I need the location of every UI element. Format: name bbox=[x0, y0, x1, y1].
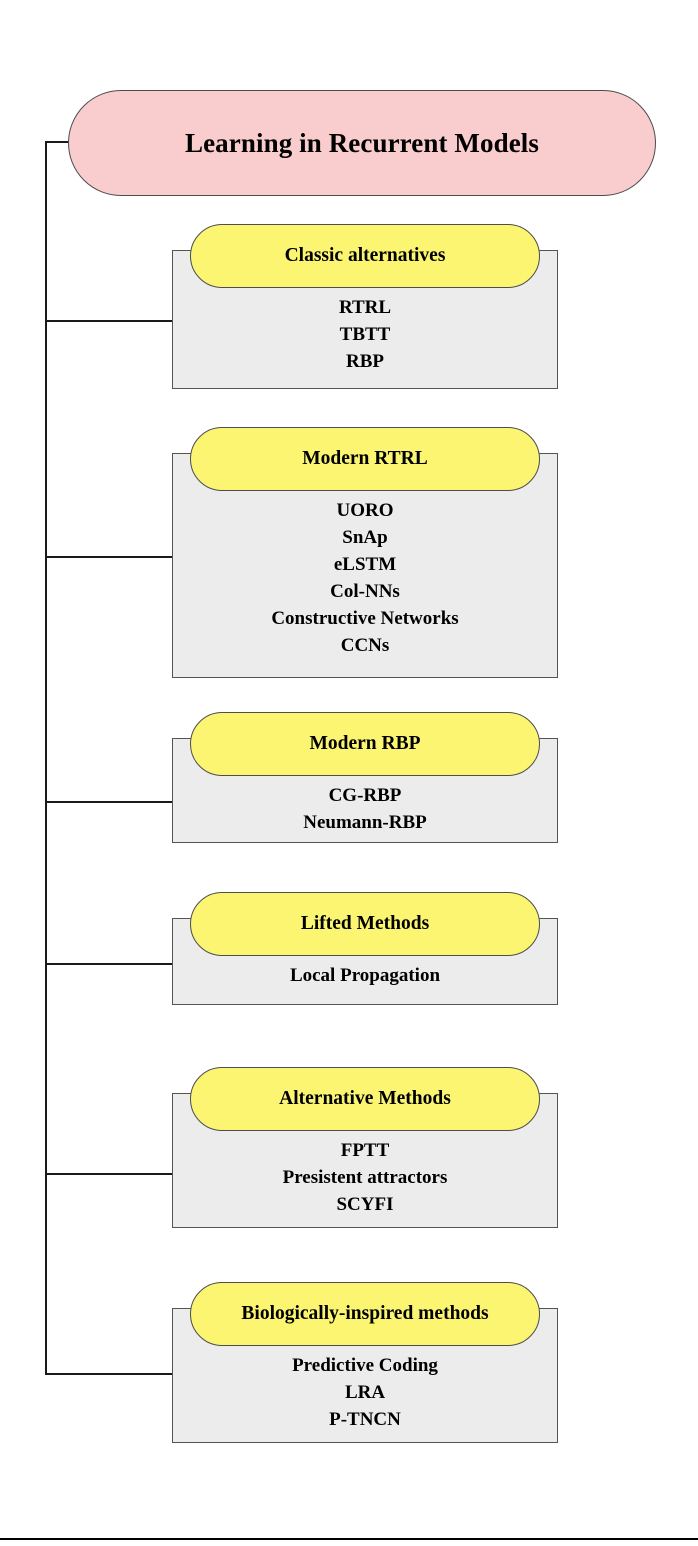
list-item: TBTT bbox=[339, 324, 391, 345]
group-header-biologically-inspired-methods[interactable]: Biologically-inspired methods bbox=[190, 1282, 540, 1346]
group-alternative-methods: Alternative Methods FPTT Presistent attr… bbox=[172, 1067, 558, 1228]
group-title: Modern RBP bbox=[309, 733, 421, 754]
list-item: LRA bbox=[344, 1382, 386, 1403]
list-item: Neumann-RBP bbox=[303, 812, 427, 833]
connector-branch-group-5 bbox=[45, 1173, 174, 1175]
group-item-list: CG-RBP Neumann-RBP bbox=[172, 782, 558, 836]
group-title: Classic alternatives bbox=[284, 245, 446, 266]
group-title: Biologically-inspired methods bbox=[241, 1303, 489, 1324]
list-item: Predictive Coding bbox=[292, 1355, 438, 1376]
group-header-classic-alternatives[interactable]: Classic alternatives bbox=[190, 224, 540, 288]
list-item: Constructive Networks bbox=[271, 608, 459, 629]
group-title: Alternative Methods bbox=[279, 1088, 451, 1109]
list-item: RBP bbox=[346, 351, 384, 372]
group-classic-alternatives: Classic alternatives RTRL TBTT RBP bbox=[172, 224, 558, 389]
list-item: CG-RBP bbox=[328, 785, 402, 806]
list-item: Col-NNs bbox=[330, 581, 400, 602]
group-lifted-methods: Lifted Methods Local Propagation bbox=[172, 892, 558, 1005]
connector-branch-group-4 bbox=[45, 963, 174, 965]
group-modern-rbp: Modern RBP CG-RBP Neumann-RBP bbox=[172, 712, 558, 843]
connector-branch-group-1 bbox=[45, 320, 174, 322]
group-item-list: Local Propagation bbox=[172, 962, 558, 989]
connector-branch-root bbox=[45, 141, 73, 143]
group-item-list: Predictive Coding LRA P-TNCN bbox=[172, 1352, 558, 1433]
list-item: CCNs bbox=[340, 635, 390, 656]
group-header-modern-rbp[interactable]: Modern RBP bbox=[190, 712, 540, 776]
list-item: Presistent attractors bbox=[282, 1167, 448, 1188]
group-biologically-inspired-methods: Biologically-inspired methods Predictive… bbox=[172, 1282, 558, 1443]
footer-divider bbox=[0, 1538, 698, 1540]
list-item: eLSTM bbox=[333, 554, 397, 575]
connector-trunk-vertical bbox=[45, 141, 47, 1374]
group-title: Lifted Methods bbox=[300, 913, 430, 934]
group-item-list: RTRL TBTT RBP bbox=[172, 294, 558, 375]
root-node-label: Learning in Recurrent Models bbox=[184, 127, 540, 158]
list-item: FPTT bbox=[340, 1140, 390, 1161]
connector-branch-group-6 bbox=[45, 1373, 174, 1375]
list-item: RTRL bbox=[338, 297, 392, 318]
connector-branch-group-3 bbox=[45, 801, 174, 803]
list-item: P-TNCN bbox=[329, 1409, 401, 1430]
group-header-alternative-methods[interactable]: Alternative Methods bbox=[190, 1067, 540, 1131]
connector-branch-group-2 bbox=[45, 556, 174, 558]
list-item: SnAp bbox=[342, 527, 388, 548]
group-header-modern-rtrl[interactable]: Modern RTRL bbox=[190, 427, 540, 491]
root-node-learning-in-recurrent-models[interactable]: Learning in Recurrent Models bbox=[68, 90, 656, 196]
group-item-list: FPTT Presistent attractors SCYFI bbox=[172, 1137, 558, 1218]
group-modern-rtrl: Modern RTRL UORO SnAp eLSTM Col-NNs Cons… bbox=[172, 427, 558, 678]
group-item-list: UORO SnAp eLSTM Col-NNs Constructive Net… bbox=[172, 497, 558, 659]
group-title: Modern RTRL bbox=[302, 448, 428, 469]
list-item: UORO bbox=[336, 500, 394, 521]
list-item: Local Propagation bbox=[289, 965, 441, 986]
group-header-lifted-methods[interactable]: Lifted Methods bbox=[190, 892, 540, 956]
list-item: SCYFI bbox=[336, 1194, 394, 1215]
